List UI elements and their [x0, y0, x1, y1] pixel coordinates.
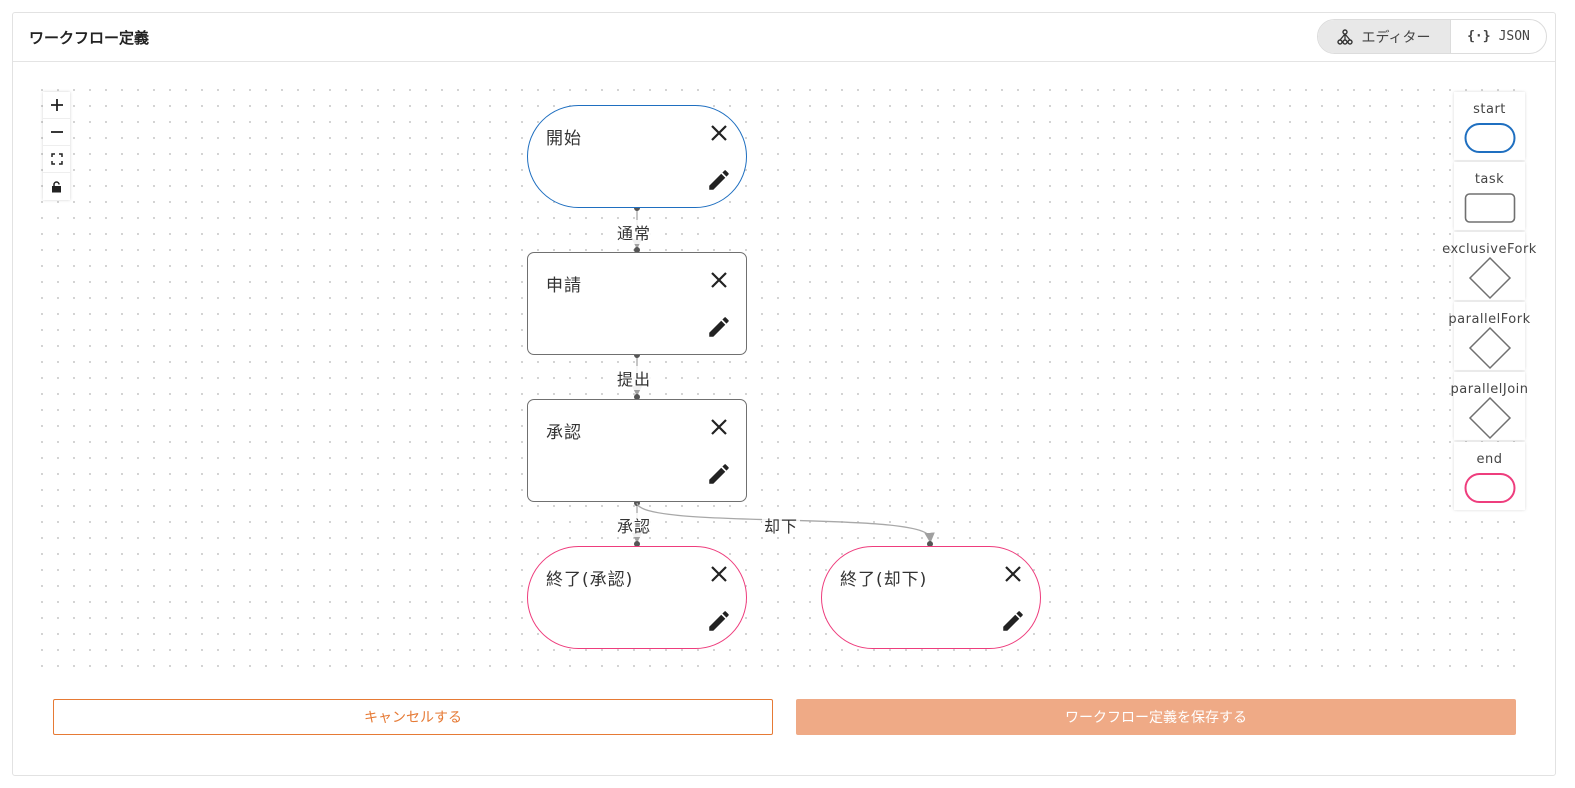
- flow-canvas[interactable]: [28, 76, 1526, 674]
- diamond-shape-icon: [1468, 256, 1511, 300]
- node-label: 申請: [546, 276, 582, 296]
- node-label: 終了(却下): [840, 570, 928, 590]
- pill-shape-icon: [1464, 123, 1515, 153]
- pencil-icon[interactable]: [706, 167, 732, 193]
- node-apply[interactable]: 申請: [527, 252, 747, 355]
- close-icon[interactable]: [708, 563, 730, 585]
- palette-item-exclusive-fork[interactable]: exclusiveFork: [1442, 232, 1536, 300]
- palette-label: task: [1474, 172, 1505, 187]
- pencil-icon[interactable]: [706, 461, 732, 487]
- lock-icon: [52, 180, 61, 192]
- palette-label: end: [1476, 452, 1503, 467]
- close-icon[interactable]: [708, 269, 730, 291]
- tab-editor-label: エディター: [1361, 29, 1431, 46]
- tab-editor[interactable]: エディター: [1318, 20, 1450, 53]
- palette-label: exclusiveFork: [1442, 242, 1537, 257]
- save-workflow-button[interactable]: ワークフロー定義を保存する: [796, 699, 1516, 735]
- minus-icon: [50, 131, 63, 133]
- close-icon[interactable]: [1002, 563, 1024, 585]
- node-end-approved[interactable]: 終了(承認): [527, 546, 747, 649]
- edge-label[interactable]: 通常: [615, 220, 654, 244]
- palette-item-parallel-join[interactable]: parallelJoin: [1450, 372, 1528, 440]
- lock-button[interactable]: [43, 173, 70, 200]
- palette-item-task[interactable]: task: [1454, 162, 1525, 230]
- edge-label[interactable]: 提出: [615, 366, 654, 390]
- canvas-controls: [43, 92, 70, 200]
- node-approve[interactable]: 承認: [527, 399, 747, 502]
- edge-label[interactable]: 承認: [615, 513, 654, 537]
- node-palette: start task exclusiveFork parallelFork pa…: [1442, 92, 1536, 512]
- fit-view-icon: [50, 153, 63, 165]
- panel-header: ワークフロー定義 エディター {·} JSON: [13, 13, 1555, 62]
- tab-json-label: JSON: [1498, 29, 1530, 44]
- node-end-rejected[interactable]: 終了(却下): [821, 546, 1041, 649]
- page-title: ワークフロー定義: [29, 29, 150, 47]
- pill-shape-icon: [1464, 473, 1515, 503]
- palette-item-parallel-fork[interactable]: parallelFork: [1448, 302, 1530, 370]
- close-icon[interactable]: [708, 122, 730, 144]
- edge-label[interactable]: 却下: [762, 513, 801, 537]
- pencil-icon[interactable]: [706, 608, 732, 634]
- plus-icon: [50, 99, 63, 111]
- palette-label: parallelJoin: [1450, 382, 1529, 397]
- graph-icon: [1337, 28, 1354, 45]
- diamond-shape-icon: [1468, 326, 1511, 370]
- tab-json[interactable]: {·} JSON: [1450, 20, 1546, 53]
- pencil-icon[interactable]: [706, 314, 732, 340]
- node-label: 開始: [546, 129, 582, 149]
- zoom-in-button[interactable]: [43, 92, 70, 119]
- palette-label: start: [1473, 102, 1506, 117]
- node-label: 承認: [546, 423, 582, 443]
- zoom-out-button[interactable]: [43, 119, 70, 146]
- node-label: 終了(承認): [546, 570, 634, 590]
- palette-item-start[interactable]: start: [1454, 92, 1525, 160]
- palette-label: parallelFork: [1448, 312, 1531, 327]
- node-start[interactable]: 開始: [527, 105, 747, 208]
- braces-icon: {·}: [1467, 29, 1491, 44]
- fit-view-button[interactable]: [43, 146, 70, 173]
- pencil-icon[interactable]: [1000, 608, 1026, 634]
- diamond-shape-icon: [1468, 396, 1511, 440]
- view-toggle: エディター {·} JSON: [1317, 19, 1547, 54]
- cancel-button[interactable]: キャンセルする: [53, 699, 773, 735]
- rect-shape-icon: [1464, 193, 1515, 223]
- close-icon[interactable]: [708, 416, 730, 438]
- palette-item-end[interactable]: end: [1454, 442, 1525, 510]
